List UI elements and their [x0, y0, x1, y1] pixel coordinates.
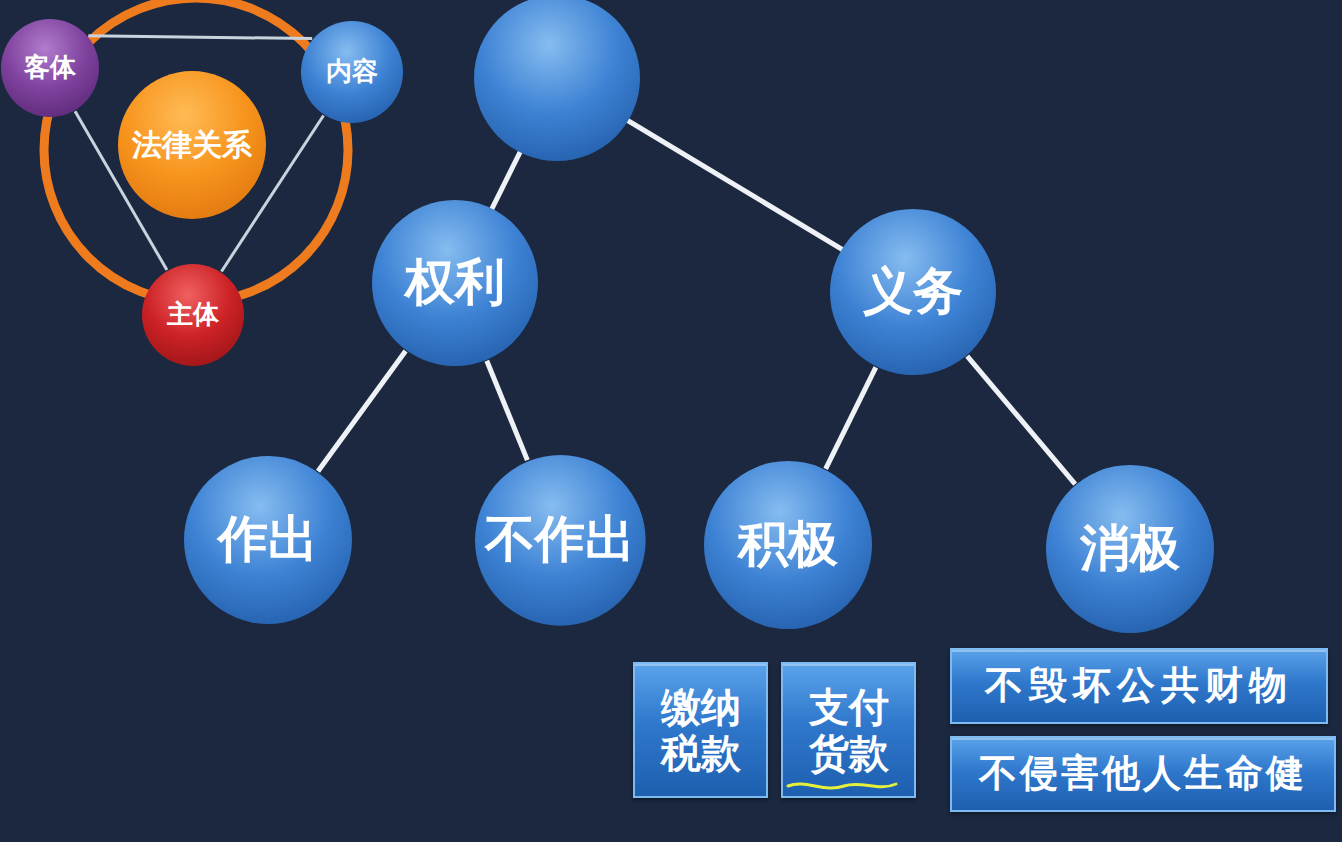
example-box: 缴纳税款: [633, 662, 768, 798]
circle-fill: [830, 209, 996, 375]
node-label: 积极: [738, 516, 838, 574]
node-label: 不作出: [485, 511, 635, 569]
node-label: 法律关系: [132, 128, 252, 163]
circle-fill: [475, 455, 646, 626]
circle-fill: [301, 21, 403, 123]
leaf-circle: 作出: [183, 455, 353, 625]
branch-circle: 权利: [371, 199, 539, 367]
node-label: 客体: [24, 53, 76, 83]
branch-circle: 义务: [829, 208, 997, 376]
leaf-circle: 积极: [703, 460, 873, 630]
circle-fill: [184, 456, 352, 624]
content-circle: 内容: [300, 20, 404, 124]
circle-fill: [1, 19, 99, 117]
connector-line: [318, 351, 406, 471]
circle-fill: [142, 264, 244, 366]
center-circle: 法律关系: [117, 70, 267, 220]
node-label: 权利: [405, 254, 505, 312]
connector-line: [967, 356, 1075, 484]
object-circle: 客体: [0, 18, 100, 118]
node-label: 消极: [1080, 520, 1180, 578]
node-label: 缴纳税款: [657, 684, 745, 776]
subject-circle: 主体: [141, 263, 245, 367]
leaf-circle: 消极: [1045, 464, 1215, 634]
node-label: 不毁坏公共财物: [985, 664, 1293, 708]
highlighter-squiggle: [788, 784, 896, 788]
connector-line: [826, 367, 876, 468]
node-label: 作出: [218, 511, 318, 569]
node-label: 主体: [167, 300, 219, 330]
circle-fill: [118, 71, 266, 219]
circle-fill: [372, 200, 538, 366]
node-label: 内容: [326, 57, 378, 87]
example-box: 支付货款: [781, 662, 916, 798]
node-label: 义务: [863, 263, 963, 321]
root-circle: [474, 0, 640, 161]
circle-fill: [704, 461, 872, 629]
connector-line: [88, 36, 312, 39]
connector-line: [487, 361, 528, 460]
example-box: 不侵害他人生命健: [950, 736, 1336, 812]
node-label: 支付货款: [805, 684, 893, 776]
node-label: 不侵害他人生命健: [979, 752, 1307, 796]
leaf-circle: 不作出: [474, 454, 647, 627]
circle-fill: [1046, 465, 1214, 633]
example-box: 不毁坏公共财物: [950, 648, 1328, 724]
